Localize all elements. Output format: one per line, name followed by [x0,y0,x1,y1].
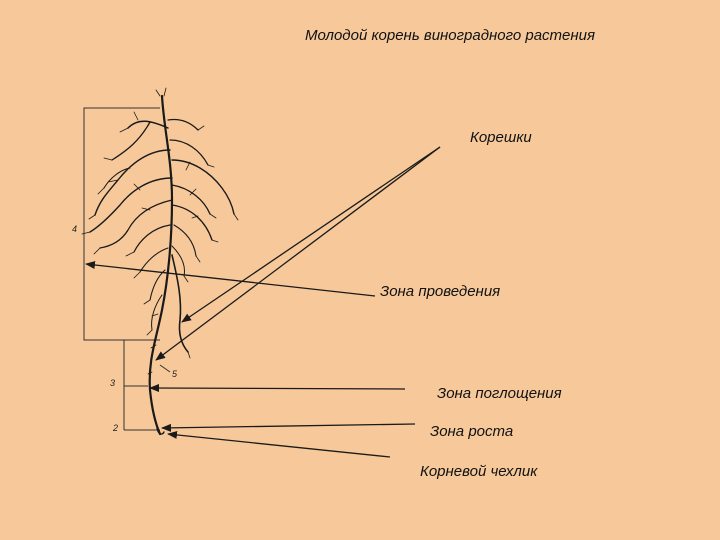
zone-number-3: 3 [110,378,116,388]
arrow-roots-1 [181,146,441,323]
label-roots: Корешки [470,129,532,146]
root-illustration [81,87,239,436]
zone-number-5: 5 [172,369,178,379]
label-conduction-zone: Зона проведения [380,283,501,300]
label-absorption-zone: Зона поглощения [437,385,562,402]
label-growth-zone: Зона роста [430,423,514,440]
arrow-conduction-zone [85,261,376,297]
zone-brackets [83,107,171,431]
diagram-title: Молодой корень виноградного растения [305,27,595,44]
zone-number-4: 4 [72,224,78,234]
root-cap-shape [156,427,165,435]
bracket-conduction-zone [83,107,160,341]
arrow-absorption-zone [149,384,406,393]
pointer-arrows [85,146,441,458]
arrow-roots-2 [155,146,441,361]
arrow-root-cap [167,430,391,458]
zone-number-2: 2 [113,423,119,433]
main-root [148,94,174,436]
arrow-growth-zone [161,423,416,432]
label-root-cap: Корневой чехлик [420,463,538,480]
